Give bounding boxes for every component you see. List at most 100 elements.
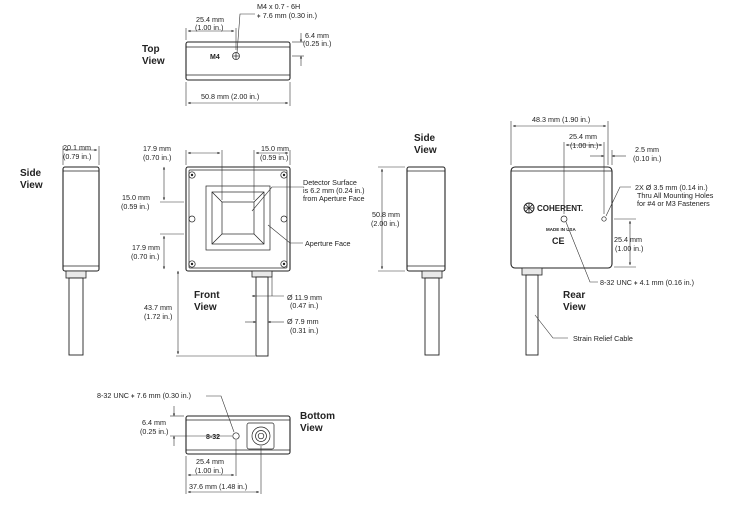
view-title-line: View — [414, 145, 437, 156]
rear-half-mm: 25.4 mm — [569, 132, 597, 141]
dia1-in: (0.47 in.) — [290, 301, 318, 310]
bottom-offset-mm: 6.4 mm — [142, 418, 166, 427]
screw-center — [190, 262, 194, 266]
top-width-mm: 25.4 mm — [196, 15, 224, 24]
top-width-in: (1.00 in.) — [195, 23, 223, 32]
view-title-line: Side — [414, 133, 436, 144]
detector-note-3: from Aperture Face — [303, 194, 365, 203]
side-right-strain-relief — [421, 270, 443, 279]
front-left-top-in: (0.70 in.) — [143, 153, 171, 162]
bottom-body — [185, 415, 291, 455]
cable-gland-icon — [251, 426, 271, 446]
bottom-thread-hole-icon — [232, 432, 240, 440]
view-title-line: Rear — [563, 290, 585, 301]
dia1-mm: Ø 11.9 mm — [287, 293, 322, 302]
mount-screw-icon — [188, 260, 196, 268]
holes-leader — [605, 186, 631, 217]
front-cable-in: (1.72 in.) — [144, 312, 172, 321]
strain-relief-leader — [534, 314, 568, 339]
top-thread-leader — [236, 13, 255, 54]
detector-note-1: Detector Surface — [303, 178, 357, 187]
strain-relief-label: Strain Relief Cable — [573, 334, 633, 343]
top-offset-mm: 6.4 mm — [305, 31, 329, 40]
screw-center — [282, 262, 286, 266]
rear-holes-1: 2X Ø 3.5 mm (0.14 in.) — [635, 183, 708, 192]
side-hole-icon — [188, 215, 196, 223]
dia2-mm: Ø 7.9 mm — [287, 317, 319, 326]
side-left-depth-mm: 20.1 mm — [63, 143, 91, 152]
bottom-half-mm: 25.4 mm — [196, 457, 224, 466]
front-cable — [255, 276, 269, 357]
rear-holes-3: for #4 or M3 Fasteners — [637, 199, 710, 208]
top-thread-label: M4 x 0.7 - 6H — [257, 2, 300, 11]
view-title-line: View — [20, 180, 43, 191]
bevel — [211, 191, 223, 203]
bottom-width: 37.6 mm (1.48 in.) — [189, 482, 247, 491]
bottom-offset-in: (0.25 in.) — [140, 427, 168, 436]
bevel — [253, 233, 265, 245]
mount-screw-icon — [188, 171, 196, 179]
mount-screw-icon — [280, 171, 288, 179]
bottom-connector-plate — [246, 422, 275, 450]
detector-leader — [251, 186, 304, 212]
rear-thread: 8-32 UNC ⧧ 4.1 mm (0.16 in.) — [600, 278, 694, 287]
bottom-thread: 8-32 UNC ⧧ 7.6 mm (0.30 in.) — [97, 391, 191, 400]
mount-screw-icon — [280, 260, 288, 268]
front-lower-mm: 17.9 mm — [132, 243, 160, 252]
rear-vert-mm: 25.4 mm — [614, 235, 642, 244]
aperture-note: Aperture Face — [305, 239, 351, 248]
side-hole-icon — [280, 215, 288, 223]
aperture-mid — [211, 191, 265, 245]
front-lower-in: (0.70 in.) — [131, 252, 159, 261]
front-left-top-mm: 17.9 mm — [143, 144, 171, 153]
screw-center — [190, 173, 194, 177]
rear-mount-hole-icon — [601, 216, 607, 222]
rear-vert-in: (1.00 in.) — [615, 244, 643, 253]
side-right-body — [406, 166, 446, 272]
bevel — [211, 233, 223, 245]
detector-note-2: is 6.2 mm (0.24 in.) — [303, 186, 365, 195]
coherent-logo-text: COHERENT. — [537, 204, 583, 213]
rear-half-in: (1.00 in.) — [570, 141, 598, 150]
made-in-usa: MADE IN USA — [546, 227, 577, 232]
view-title-line: Side — [20, 168, 42, 179]
cable-gland-core — [257, 432, 265, 440]
side-left-body — [62, 166, 100, 272]
top-offset-in: (0.25 in.) — [303, 39, 331, 48]
screw-center — [282, 173, 286, 177]
view-title-line: Top — [142, 44, 160, 55]
rear-strain-relief — [521, 267, 543, 276]
dia2-in: (0.31 in.) — [290, 326, 318, 335]
side-right-cable — [424, 277, 440, 356]
side-right-height-in: (2.00 in.) — [371, 219, 399, 228]
side-left-strain-relief — [65, 270, 87, 279]
rear-holes-2: Thru All Mounting Holes — [637, 191, 714, 200]
ce-mark: CE — [552, 236, 565, 246]
top-marking: M4 — [210, 54, 220, 61]
rear-edge-mm: 2.5 mm — [635, 145, 659, 154]
rear-thread-hole-icon — [560, 215, 568, 223]
m4-hole-icon — [232, 52, 240, 60]
view-title-line: View — [563, 302, 586, 313]
cable-gland-inner — [255, 430, 267, 442]
front-side-in: (0.59 in.) — [121, 202, 149, 211]
view-title-line: View — [194, 302, 217, 313]
view-title-line: Bottom — [300, 411, 335, 422]
top-length: 50.8 mm (2.00 in.) — [201, 92, 259, 101]
top-thread-depth: ⧧ 7.6 mm (0.30 in.) — [257, 11, 317, 20]
side-left-depth-in: (0.79 in.) — [63, 152, 91, 161]
view-title-line: Front — [194, 290, 220, 301]
thread-leader — [565, 221, 598, 283]
